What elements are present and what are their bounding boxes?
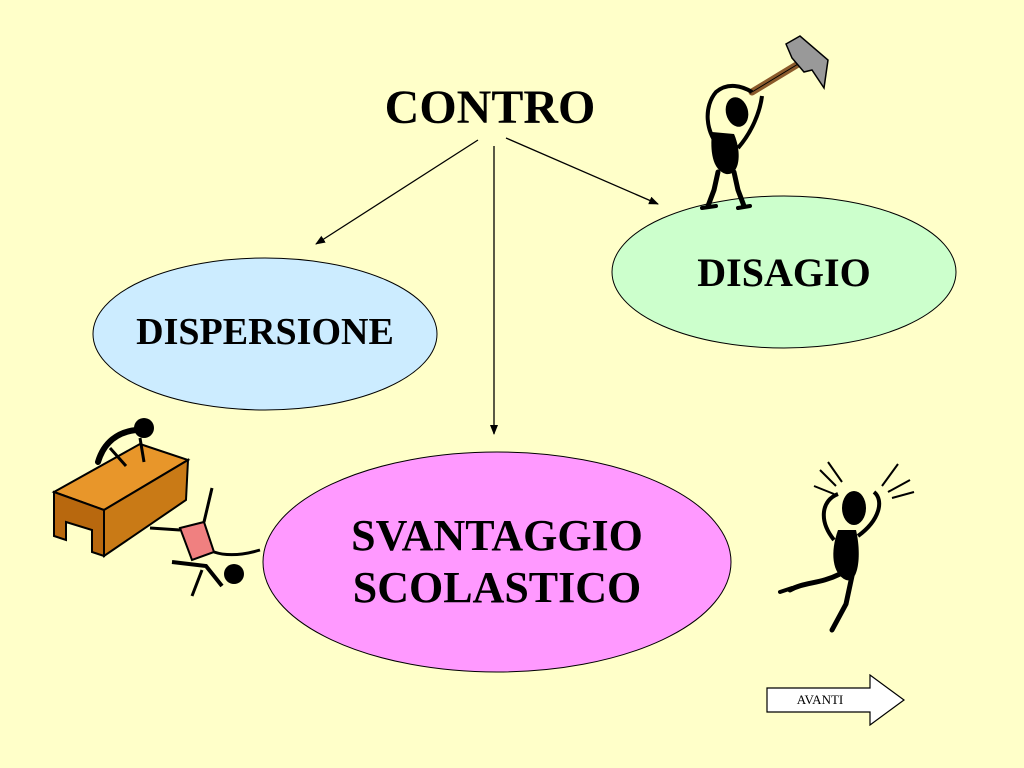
svantaggio-label-line1: SVANTAGGIO [351,511,643,560]
avanti-button[interactable]: AVANTI [766,674,906,726]
hammer-figure-icon [700,35,829,210]
desk-falling-figure-icon [51,418,261,597]
svantaggio-label: SVANTAGGIO SCOLASTICO [262,510,732,614]
arrow-to-dispersione [315,139,479,245]
arrow-to-disagio [505,137,659,205]
svantaggio-label-line2: SCOLASTICO [352,563,642,612]
right-arrow-icon [766,674,906,726]
page-title: CONTRO [384,81,596,134]
dispersione-label: DISPERSIONE [136,311,394,353]
disagio-label: DISAGIO [697,250,871,295]
dispersione-ellipse [92,257,438,411]
svantaggio-ellipse [262,451,732,673]
frustrated-figure-icon [778,461,915,633]
avanti-label: AVANTI [796,692,844,707]
disagio-ellipse [611,195,957,349]
